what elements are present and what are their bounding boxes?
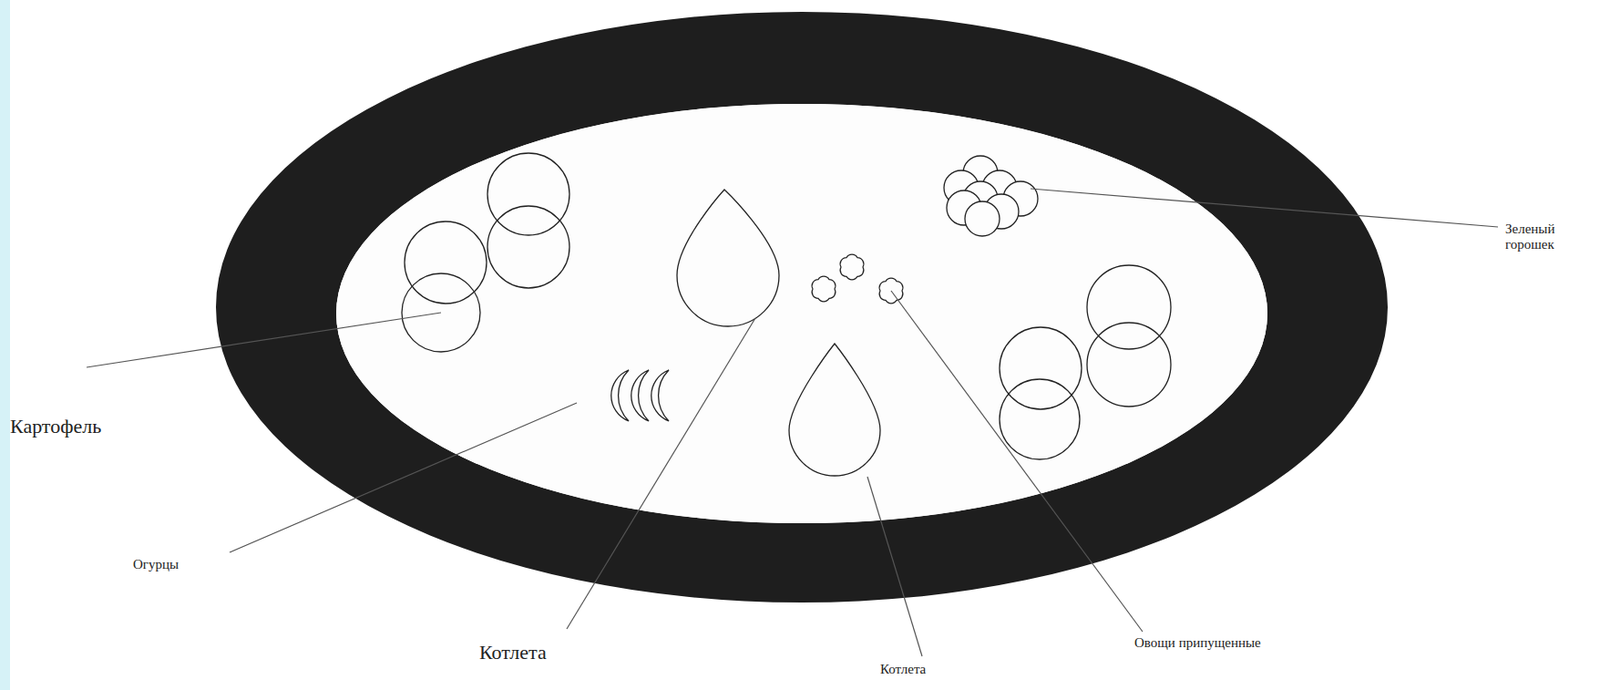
food-label: Котлета [479,640,547,664]
food-label: Огурцы [133,556,179,573]
cucumbers [611,369,669,421]
cutlets [676,189,881,476]
leader-line [867,476,923,657]
food-label: Зеленый горошек [1505,221,1597,254]
food-label: Картофель [10,414,102,438]
plate-center [336,103,1268,524]
steamed-vegetables [811,254,903,304]
leader-line [566,317,756,629]
green-peas [943,155,1038,236]
food-label: Овощи припущенные [1134,635,1262,651]
food-label: Котлета [880,661,926,677]
leader-lines [86,188,1498,657]
edge-strip [0,0,11,690]
leader-line [86,312,442,368]
leader-line [1030,188,1498,227]
leader-line [891,290,1143,632]
potatoes [401,153,1171,460]
plate-rim [215,11,1388,603]
leader-line [229,402,577,553]
